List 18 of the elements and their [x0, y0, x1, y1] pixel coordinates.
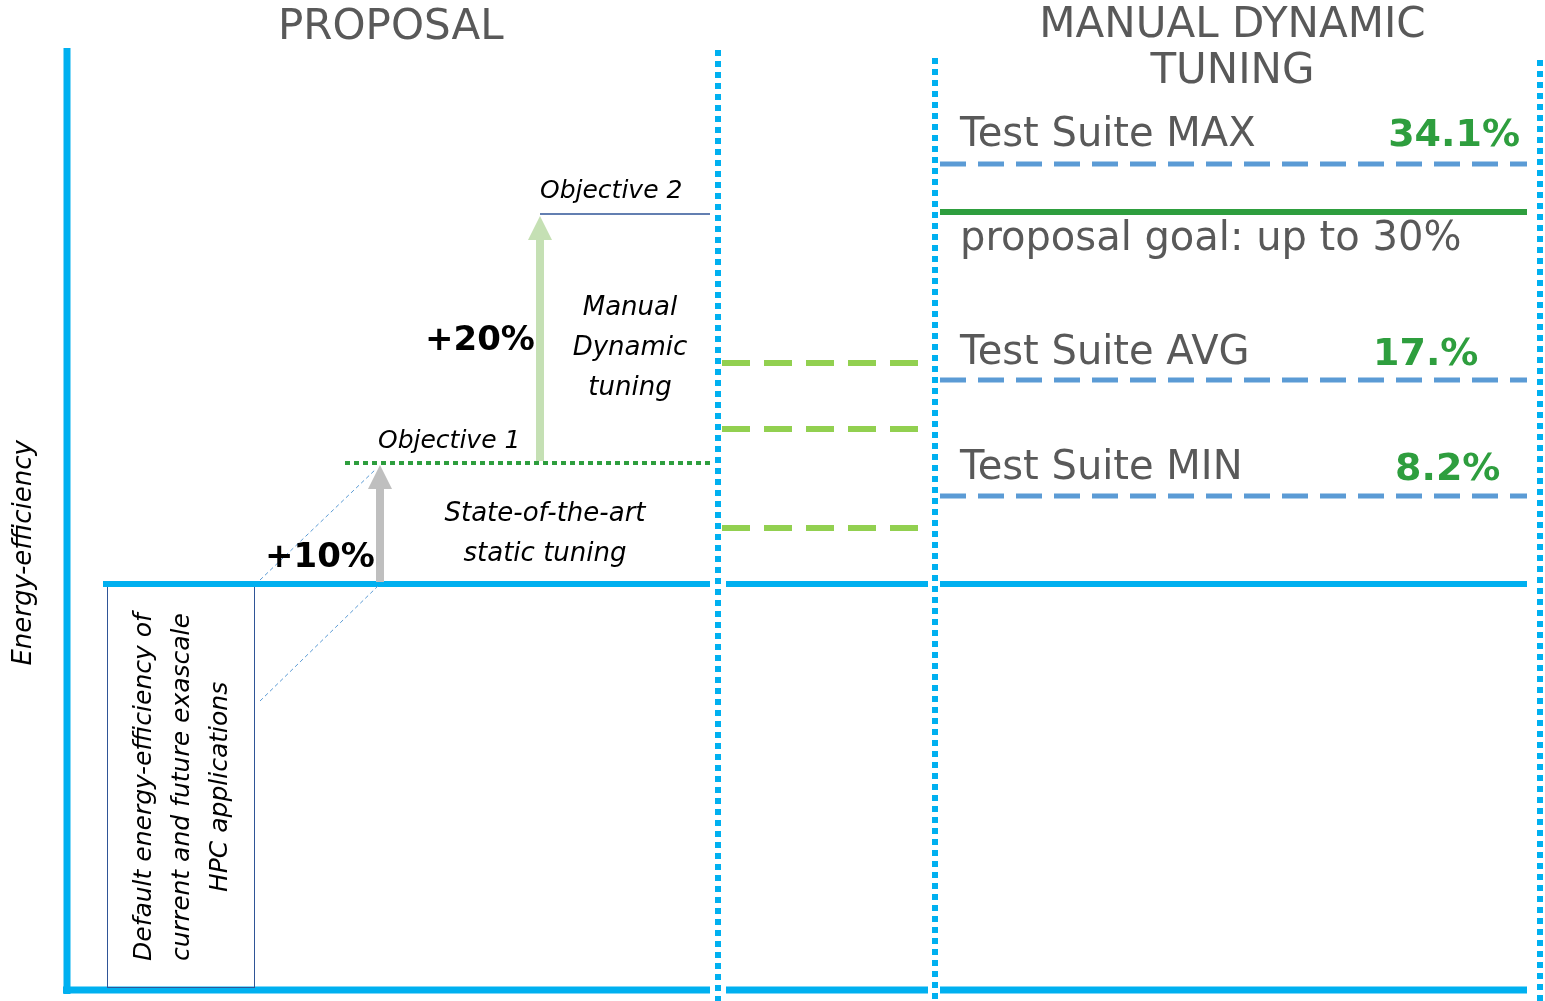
suite-label: Test Suite MIN: [960, 443, 1243, 487]
column-title: PROPOSAL: [278, 2, 504, 49]
value-label: 17.%: [1373, 332, 1479, 374]
suite-label: Test Suite MAX: [960, 110, 1256, 154]
suite-label: Test Suite AVG: [960, 328, 1250, 372]
increase-label: +10%: [265, 537, 375, 575]
region-box: [107, 587, 255, 988]
value-label: 34.1%: [1388, 113, 1520, 155]
column-title: MANUAL DYNAMIC TUNING: [1038, 0, 1427, 93]
increase-label: +20%: [425, 320, 535, 358]
axis-label: Energy-efficiency: [8, 440, 37, 666]
value-label: 8.2%: [1395, 447, 1501, 489]
objective-label: Objective 2: [540, 176, 683, 204]
goal-label: proposal goal: up to 30%: [960, 214, 1462, 258]
tuning-label: State-of-the-art static tuning: [443, 496, 647, 569]
objective-label: Objective 1: [378, 426, 521, 454]
region-label: Default energy-efficiency of current and future exascale HPC applications: [127, 611, 234, 963]
tuning-label: Manual Dynamic tuning: [571, 290, 689, 403]
